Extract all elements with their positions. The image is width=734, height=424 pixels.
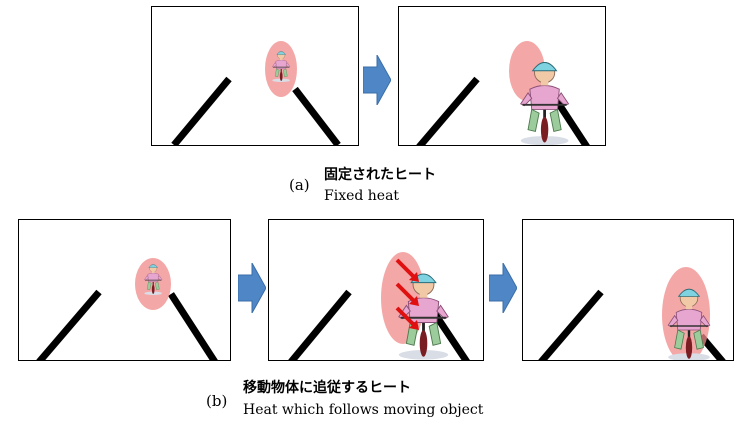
next-arrow-icon (363, 55, 391, 105)
next-arrow-icon (489, 263, 517, 313)
red-arrow-icon (395, 282, 419, 306)
road-left-line (538, 289, 604, 360)
heat-region (509, 41, 545, 101)
red-arrow-icon (395, 306, 419, 330)
road-left-line (416, 76, 480, 145)
frame-a-left (151, 6, 359, 146)
caption-b-japanese: 移動物体に追従するヒート (243, 380, 411, 396)
road-right-line (168, 292, 218, 360)
road-left-line (288, 289, 352, 360)
road-right-line (292, 86, 341, 145)
road-left-line (36, 289, 102, 360)
caption-a-japanese: 固定されたヒート (324, 167, 436, 183)
frame-b-left (18, 219, 231, 361)
red-arrow-icon (395, 258, 419, 282)
next-arrow-icon (238, 263, 266, 313)
frame-b-right (522, 219, 734, 361)
caption-b-english: Heat which follows moving object (243, 402, 484, 418)
caption-b-label: (b) (206, 392, 228, 410)
caption-a-label: (a) (289, 176, 310, 194)
road-right-line (432, 312, 470, 360)
caption-a-english: Fixed heat (324, 188, 400, 204)
road-left-line (171, 76, 232, 145)
frame-b-middle (268, 219, 484, 361)
frame-a-right (398, 6, 606, 146)
